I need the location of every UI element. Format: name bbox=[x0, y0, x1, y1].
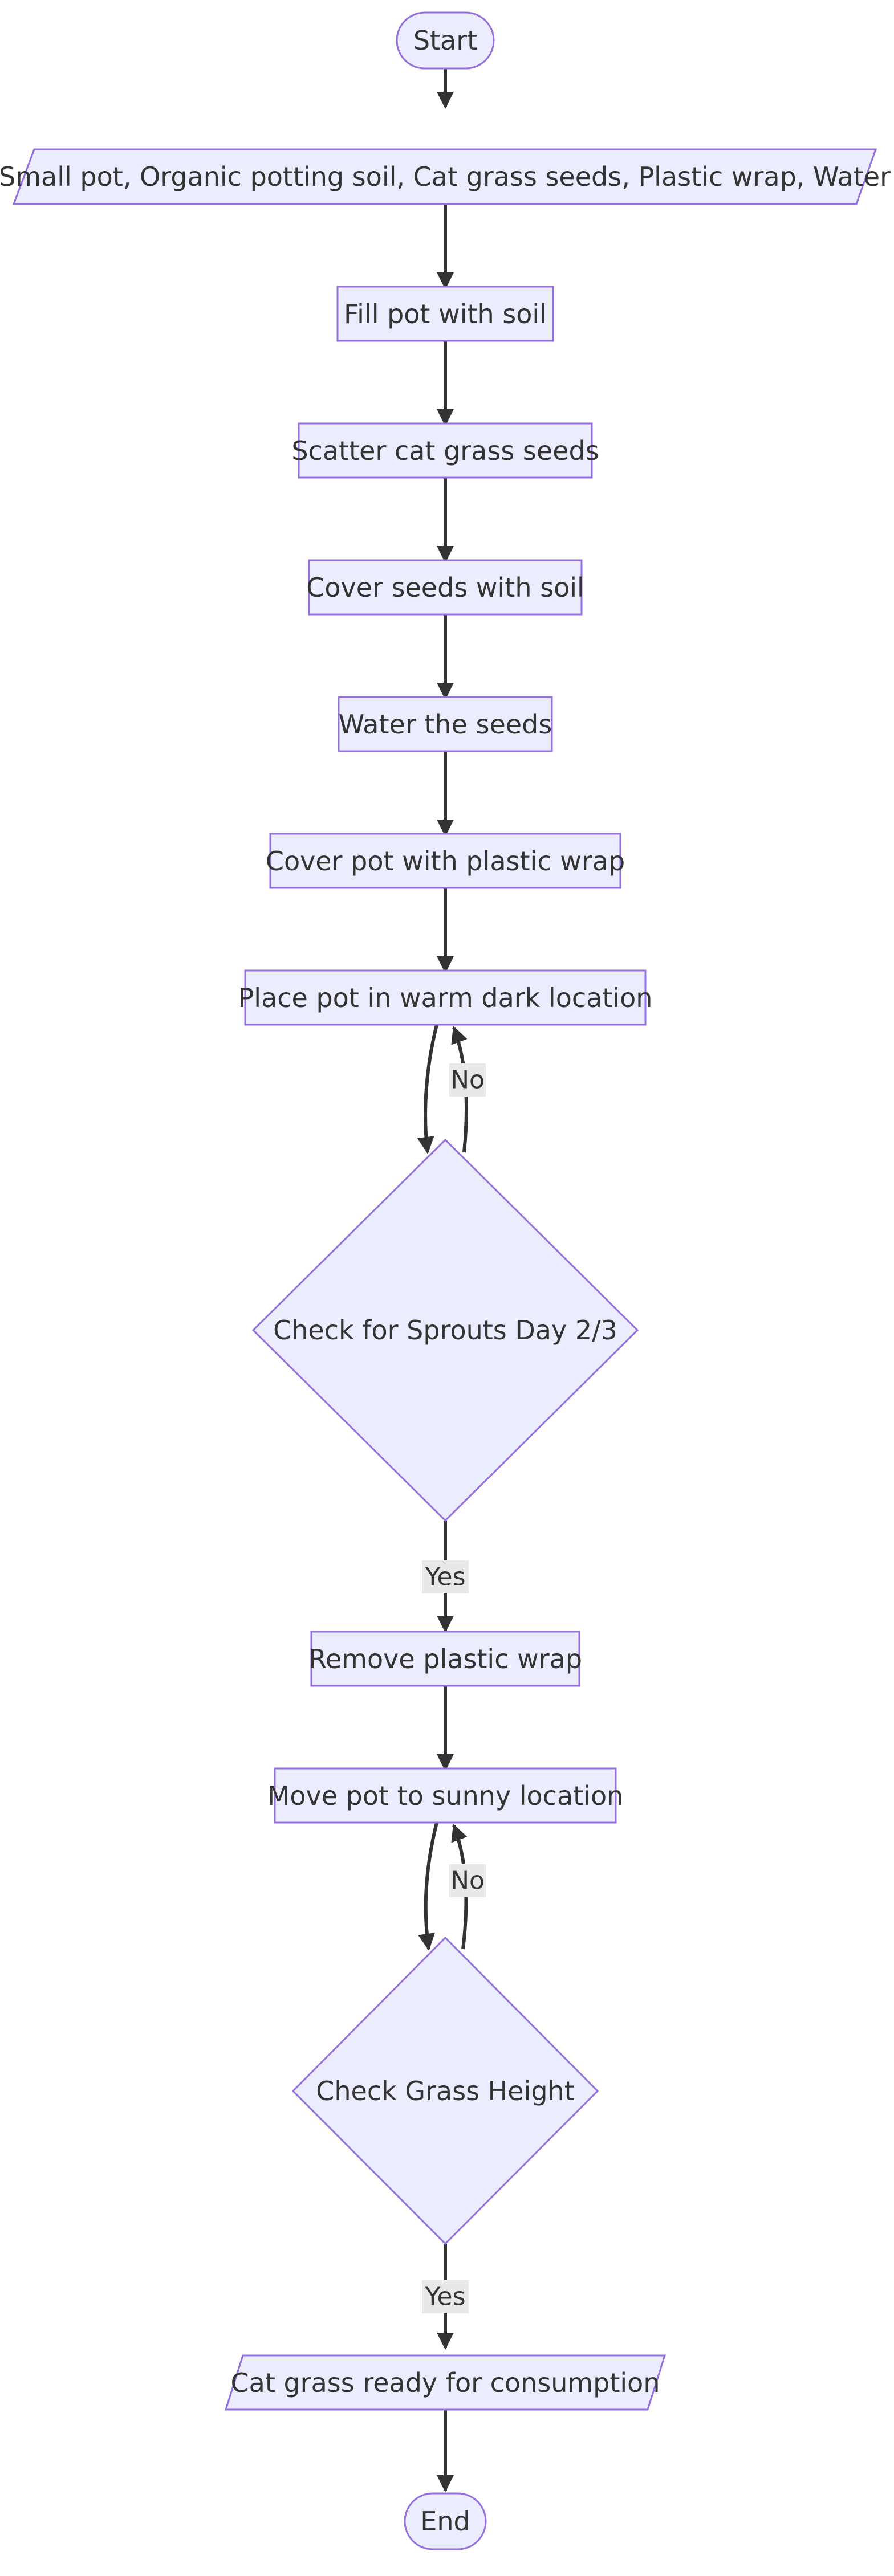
node-end: End bbox=[404, 2492, 487, 2550]
edge-label-yes-sprouts-text: Yes bbox=[424, 1563, 465, 1592]
node-fill-pot-label: Fill pot with soil bbox=[344, 299, 547, 329]
node-move-sunny: Move pot to sunny location bbox=[267, 1767, 624, 1824]
edge-label-yes-sprouts: Yes bbox=[422, 1560, 469, 1593]
edge-label-no-height: No bbox=[449, 1864, 486, 1897]
edge-label-yes-height: Yes bbox=[422, 2280, 469, 2313]
node-start: Start bbox=[396, 11, 495, 70]
edge-label-no-sprouts: No bbox=[449, 1063, 486, 1097]
node-check-sprouts-label: Check for Sprouts Day 2/3 bbox=[273, 1315, 617, 1346]
node-place-dark: Place pot in warm dark location bbox=[238, 969, 653, 1026]
edge-move-check-height bbox=[418, 1822, 438, 1951]
node-cover-seeds: Cover seeds with soil bbox=[306, 559, 584, 616]
node-start-label: Start bbox=[413, 25, 477, 56]
edge-place-check-sprouts bbox=[417, 1024, 438, 1154]
edge-label-no-sprouts-text: No bbox=[450, 1066, 485, 1095]
node-cover-wrap-label: Cover pot with plastic wrap bbox=[266, 846, 625, 877]
edge-label-yes-height-text: Yes bbox=[424, 2282, 465, 2312]
node-cover-wrap: Cover pot with plastic wrap bbox=[266, 833, 625, 889]
node-ready-label: Cat grass ready for consumption bbox=[231, 2367, 660, 2398]
node-check-height: Check Grass Height bbox=[291, 1936, 599, 2245]
node-check-sprouts: Check for Sprouts Day 2/3 bbox=[251, 1138, 639, 1522]
node-remove-wrap: Remove plastic wrap bbox=[308, 1631, 582, 1687]
edge-label-no-height-text: No bbox=[450, 1866, 485, 1896]
node-end-label: End bbox=[420, 2506, 470, 2537]
node-remove-wrap-label: Remove plastic wrap bbox=[308, 1644, 582, 1674]
node-water-seeds-label: Water the seeds bbox=[339, 709, 552, 740]
node-materials: Small pot, Organic potting soil, Cat gra… bbox=[0, 148, 891, 205]
node-materials-label: Small pot, Organic potting soil, Cat gra… bbox=[0, 161, 891, 192]
node-check-height-label: Check Grass Height bbox=[316, 2076, 575, 2106]
node-water-seeds: Water the seeds bbox=[338, 696, 553, 752]
node-ready: Cat grass ready for consumption bbox=[224, 2354, 667, 2411]
node-scatter-seeds-label: Scatter cat grass seeds bbox=[291, 435, 599, 466]
node-fill-pot: Fill pot with soil bbox=[336, 286, 554, 342]
node-place-dark-label: Place pot in warm dark location bbox=[238, 983, 653, 1013]
node-cover-seeds-label: Cover seeds with soil bbox=[306, 572, 584, 603]
node-scatter-seeds: Scatter cat grass seeds bbox=[291, 422, 599, 479]
node-move-sunny-label: Move pot to sunny location bbox=[267, 1780, 624, 1811]
